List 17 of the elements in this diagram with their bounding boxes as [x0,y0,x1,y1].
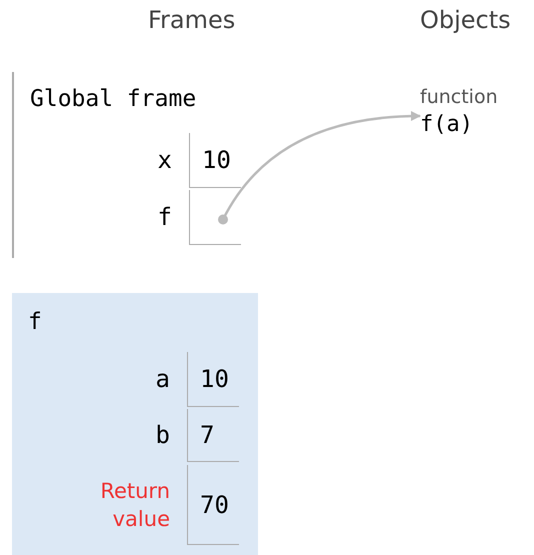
variable-name: f [158,203,172,231]
pointer-arrow [218,111,421,224]
column-heading: Frames [148,6,236,34]
column-heading: Objects [420,6,511,34]
value-text: 10 [200,365,229,393]
frame-title: Global frame [30,86,196,112]
value-text: 7 [200,421,214,449]
object-type: function [420,86,498,108]
value-text: 70 [200,490,229,518]
frame-title: f [28,309,42,335]
return-label: Return value [99,478,170,532]
variable-name: a [156,365,170,393]
variable-name: b [156,421,170,449]
variable-name: x [158,146,172,174]
frame-panel [12,293,258,555]
function-name: f(a) [420,112,473,137]
value-text: 10 [202,146,231,174]
